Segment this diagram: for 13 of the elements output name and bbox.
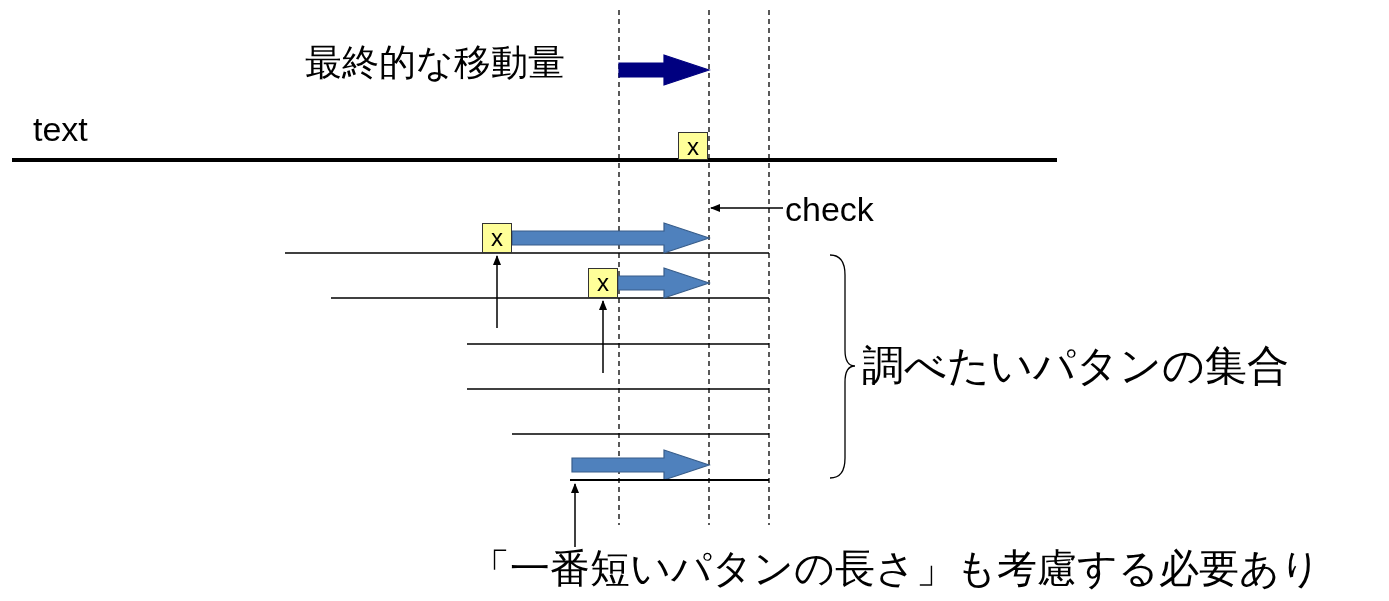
- group-label: 調べたいパタンの集合: [862, 345, 1289, 387]
- note-text: check: [785, 192, 897, 228]
- heading-text: 最終的な移動量: [305, 44, 565, 81]
- pattern-line: [570, 479, 769, 481]
- arrow: [493, 255, 501, 329]
- marker-box: x: [588, 268, 618, 298]
- line-label: text: [33, 112, 88, 146]
- arrow: [710, 204, 784, 212]
- marker-box: x: [678, 132, 708, 160]
- marker-box: x: [482, 223, 512, 253]
- arrow: [599, 300, 607, 374]
- arrow: [571, 483, 579, 548]
- note-text: 「一番短いパタンの長さ」も考慮する必要あり: [470, 548, 1382, 592]
